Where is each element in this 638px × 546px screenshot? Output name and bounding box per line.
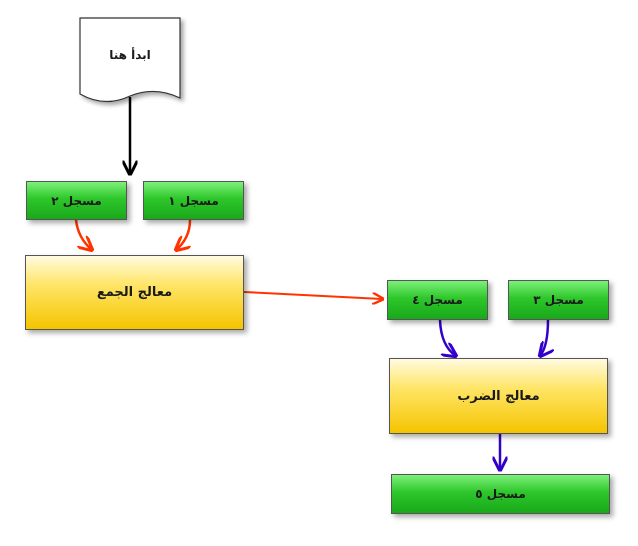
register-1: مسجل ١ <box>143 181 244 220</box>
start-label: ابدأ هنا <box>109 48 151 62</box>
register-2: مسجل ٢ <box>26 181 127 220</box>
register-4: مسجل ٤ <box>387 280 488 320</box>
register-3: مسجل ٣ <box>508 280 609 320</box>
arrow-r4-to-multiply <box>438 319 456 356</box>
multiply-processor: معالج الضرب <box>389 358 608 434</box>
arrow-r3-to-multiply <box>540 319 548 356</box>
arrow-r1-to-add <box>176 219 192 250</box>
arrow-add-to-r4 <box>243 291 383 299</box>
register-5: مسجل ٥ <box>391 474 610 514</box>
start-document-shape <box>79 17 181 103</box>
arrow-r2-to-add <box>74 219 92 250</box>
add-processor: معالج الجمع <box>25 255 244 330</box>
